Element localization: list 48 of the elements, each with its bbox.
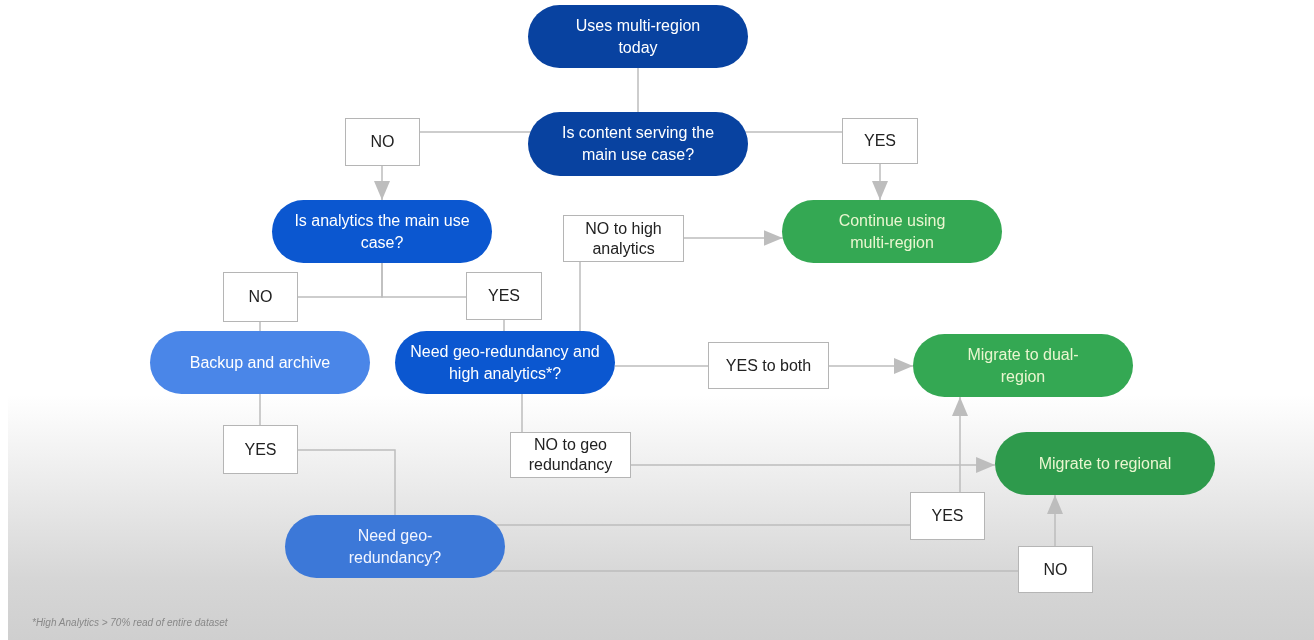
connector-line [744,131,843,133]
connector-line [259,321,261,332]
node-text: NO [370,132,395,152]
arrow [683,230,784,246]
node-text: Migrate to dual-region [966,344,1080,387]
arrow [828,358,914,374]
branch-label-box [708,342,829,389]
connector-line [259,393,261,426]
connector-line [637,67,639,113]
node-text: NO to geo redundancy [527,435,614,475]
connector-line [381,262,467,298]
node-text: YES [244,439,277,460]
branch-label-box [1018,546,1093,593]
branch-label-box [223,425,298,474]
arrow [630,457,996,473]
connector-line [579,261,581,332]
node-text: Is analytics the main use case? [293,210,471,253]
arrow [872,163,888,201]
branch-label-box [910,492,985,540]
node-text: NO [248,287,273,307]
branch-label-box [563,215,684,262]
connector-line [419,131,532,133]
branch-label-box [223,272,298,322]
node-text: NO to high analytics [584,218,663,259]
node-text: Backup and archive [189,352,331,373]
node-text: Is content serving the main use case? [560,123,716,165]
arrow [1047,494,1063,547]
arrow [374,165,390,201]
node-text: Need geo-redundancy? [347,525,443,568]
connector-line [614,365,709,367]
node-text: YES [931,506,964,526]
branch-label-box [842,118,918,164]
node-text: NO [1043,559,1068,580]
footnote: *High Analytics > 70% read of entire dataset [32,617,228,628]
branch-label-box [466,272,542,320]
branch-label-box [345,118,420,166]
connector-line [297,449,396,516]
node-text: Migrate to regional [1038,453,1172,474]
branch-label-box [510,432,631,478]
arrow [952,396,968,493]
node-text: Uses multi-region today [574,15,702,58]
connector-line [503,319,505,332]
node-text: Continue using multi-region [837,210,947,253]
node-text: Need geo-redundancy and high analytics*? [410,341,600,384]
connector-line [521,393,523,433]
node-text: YES [864,131,896,151]
node-text: YES [488,286,520,306]
node-text: YES to both [725,355,812,376]
